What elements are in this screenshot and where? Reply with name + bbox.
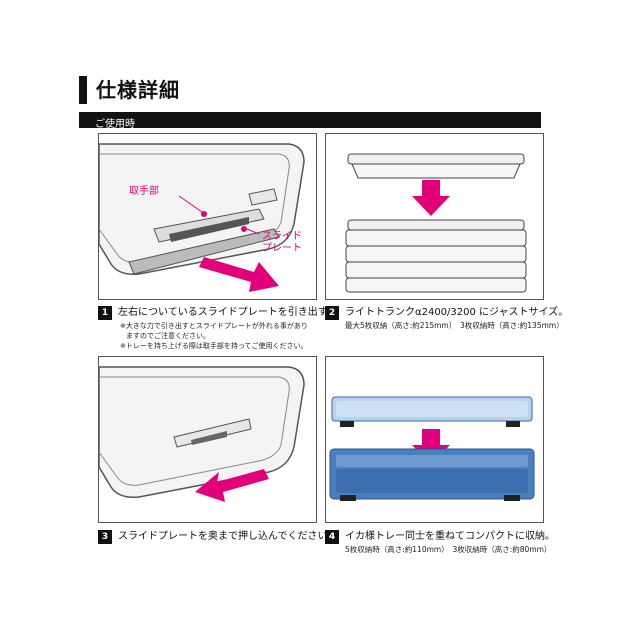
section-header-label: ご使用時 [79, 119, 135, 130]
step-1-note-2: ますのでご注意ください。 [126, 331, 210, 341]
section-header: ご使用時 [79, 112, 541, 128]
step-number-2: 2 [325, 306, 339, 320]
page-title: 仕様詳細 [96, 76, 180, 104]
step-number-3: 3 [98, 530, 112, 544]
slide-plate-label-line2: プレート [262, 243, 302, 255]
step-1-note-3: ※トレーを持ち上げる際は取手部を持ってご使用ください。 [120, 341, 308, 351]
step-1-note-1: ※大きな力で引き出すとスライドプレートが外れる事があり [120, 321, 308, 331]
illustration-pull-slide-plate: 取手部 スライド プレート [98, 133, 317, 300]
step-1-text: 左右についているスライドプレートを引き出す。 [118, 306, 337, 319]
step-4-text: イカ様トレー同士を重ねてコンパクトに収納。 [345, 530, 555, 543]
step-number-4: 4 [325, 530, 339, 544]
handle-label: 取手部 [129, 186, 159, 198]
step-2-sub: 最大5枚収納（高さ:約215mm） 3枚収納時（高さ:約135mm） [345, 321, 564, 331]
step-number-1: 1 [98, 306, 112, 320]
illustration-stacked-trays [325, 133, 544, 300]
slide-plate-label-line1: スライド [262, 231, 302, 243]
step-4-sub: 5枚収納時（高さ:約110mm） 3枚収納時（高さ:約80mm） [345, 545, 551, 555]
step-2-text: ライトトランクα2400/3200 にジャストサイズ。 [345, 306, 568, 319]
illustration-blue-trays-stack [325, 356, 544, 523]
illustration-push-slide-plate [98, 356, 317, 523]
title-marker [79, 76, 87, 104]
step-3-text: スライドプレートを奥まで押し込んでください。 [118, 530, 338, 543]
